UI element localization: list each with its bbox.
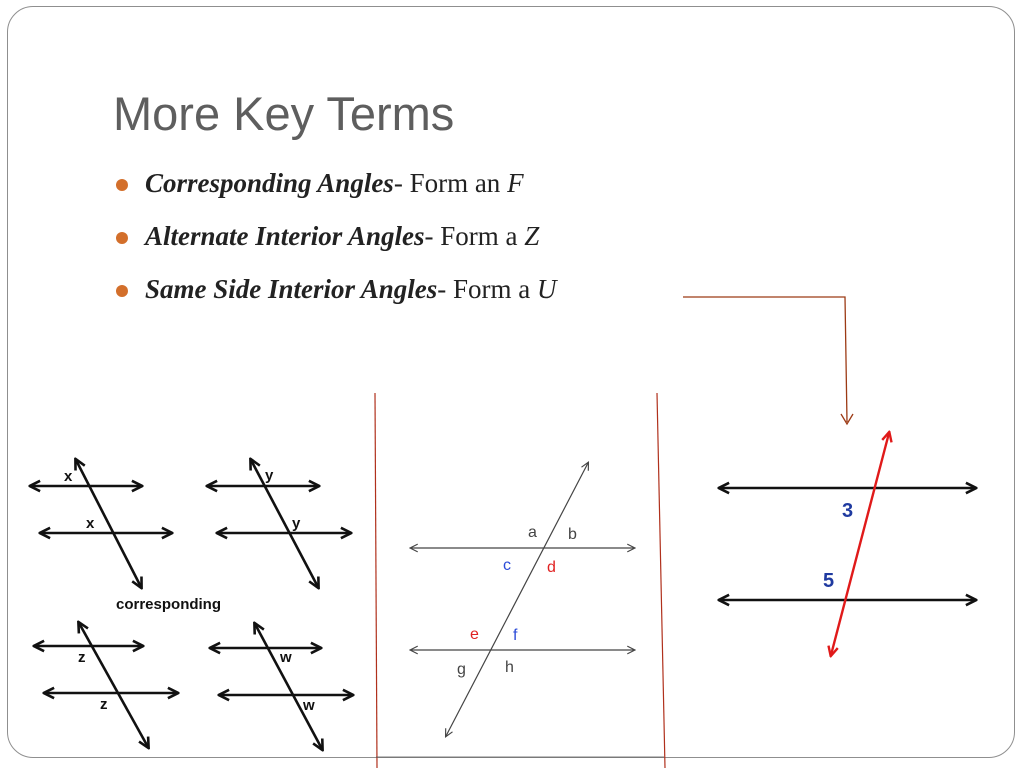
angle-label-f: f	[513, 627, 518, 644]
bullet-term: Corresponding Angles	[145, 168, 394, 198]
bullet-dot-icon	[116, 232, 128, 244]
angle-label-y-bottom: y	[292, 515, 301, 532]
bullet-term: Alternate Interior Angles	[145, 221, 425, 251]
angle-label-h: h	[505, 659, 514, 676]
bullet-term: Same Side Interior Angles	[145, 274, 438, 304]
slide-frame	[7, 6, 1015, 758]
angle-label-w-top: w	[279, 649, 292, 666]
angle-label-w-bottom: w	[302, 697, 315, 714]
bullet-item-corresponding: Corresponding Angles- Form an F	[115, 168, 557, 221]
bullet-dot-icon	[116, 179, 128, 191]
bullet-dot-icon	[116, 285, 128, 297]
slide-title: More Key Terms	[113, 87, 455, 140]
bullet-text: - Form an	[393, 168, 508, 198]
bullet-list: Corresponding Angles- Form an F Alternat…	[115, 168, 557, 327]
angle-label-d: d	[547, 559, 556, 576]
angle-label-a: a	[528, 524, 537, 541]
angle-label-e: e	[470, 626, 479, 643]
angle-label-x-bottom: x	[86, 515, 95, 532]
figure-caption: corresponding	[116, 596, 221, 613]
bullet-letter: F	[507, 168, 524, 198]
angle-label-y-top: y	[265, 467, 274, 484]
bullet-text: - Form a	[424, 221, 525, 251]
bullet-text: - Form a	[437, 274, 538, 304]
angle-label-b: b	[568, 526, 577, 543]
bullet-letter: U	[537, 274, 557, 304]
angle-label-z-top: z	[78, 649, 86, 666]
bullet-letter: Z	[524, 221, 540, 251]
angle-label-3: 3	[842, 500, 853, 522]
angle-label-5: 5	[823, 570, 834, 592]
divider-left	[374, 392, 378, 768]
angle-label-x-top: x	[64, 468, 73, 485]
divider-right	[656, 392, 666, 768]
angle-label-g: g	[457, 661, 466, 678]
bullet-item-alternate-interior: Alternate Interior Angles- Form a Z	[115, 221, 557, 274]
bullet-item-same-side-interior: Same Side Interior Angles- Form a U	[115, 274, 557, 327]
angle-label-z-bottom: z	[100, 696, 108, 713]
angle-label-c: c	[503, 557, 511, 574]
